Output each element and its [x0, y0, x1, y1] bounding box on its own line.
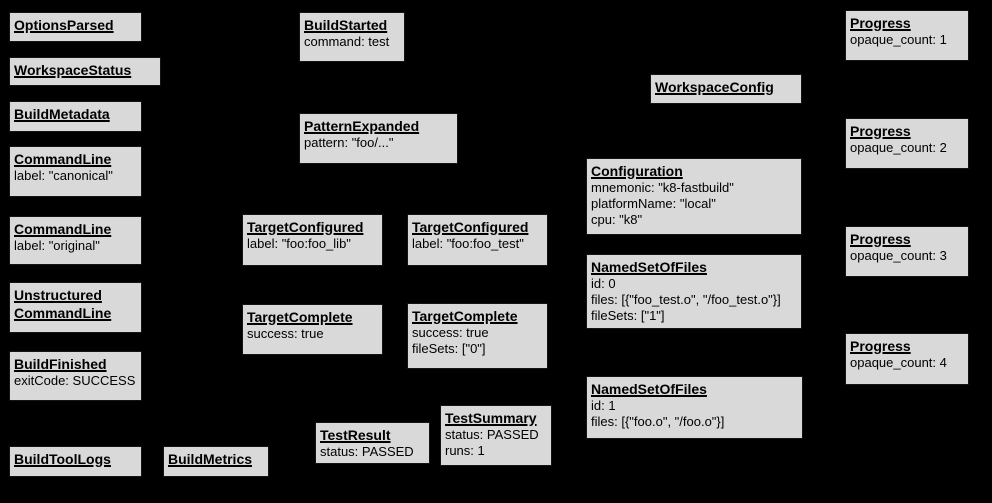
node-named-set-of-files-1: NamedSetOfFiles id: 1 files: [{"foo.o", … — [586, 376, 803, 439]
node-target-complete-test: TargetComplete success: true fileSets: [… — [407, 303, 548, 369]
node-command-line-original: CommandLine label: "original" — [9, 216, 142, 265]
node-field: opaque_count: 1 — [850, 32, 947, 47]
node-title: CommandLine — [14, 151, 112, 167]
node-configuration: Configuration mnemonic: "k8-fastbuild" p… — [586, 158, 802, 235]
node-target-complete-lib: TargetComplete success: true — [242, 304, 383, 355]
node-pattern-expanded: PatternExpanded pattern: "foo/..." — [299, 113, 458, 164]
node-field: status: PASSED — [445, 427, 539, 442]
node-field: pattern: "foo/..." — [304, 135, 394, 150]
node-title: Progress — [850, 338, 911, 354]
node-title: NamedSetOfFiles — [591, 381, 707, 397]
node-field: label: "foo:foo_lib" — [247, 236, 351, 251]
node-build-started: BuildStarted command: test — [299, 12, 405, 62]
node-title: TargetConfigured — [247, 219, 364, 235]
node-title: WorkspaceConfig — [655, 79, 774, 95]
node-target-configured-foo-test: TargetConfigured label: "foo:foo_test" — [407, 214, 548, 266]
node-title: TargetComplete — [412, 308, 518, 324]
node-build-finished: BuildFinished exitCode: SUCCESS — [9, 351, 142, 401]
node-field: exitCode: SUCCESS — [14, 373, 136, 388]
node-progress-4: Progress opaque_count: 4 — [845, 333, 969, 385]
node-named-set-of-files-0: NamedSetOfFiles id: 0 files: [{"foo_test… — [586, 254, 802, 329]
node-field: success: true — [247, 326, 324, 341]
node-title: Progress — [850, 231, 911, 247]
node-title: Progress — [850, 15, 911, 31]
node-workspace-config: WorkspaceConfig — [650, 74, 802, 104]
node-progress-1: Progress opaque_count: 1 — [845, 10, 969, 61]
node-build-tool-logs: BuildToolLogs — [9, 446, 142, 477]
node-field: success: true — [412, 325, 489, 340]
node-title: BuildMetadata — [14, 106, 110, 122]
node-field: opaque_count: 3 — [850, 248, 947, 263]
node-field: fileSets: ["1"] — [591, 308, 665, 323]
node-title: OptionsParsed — [14, 17, 114, 33]
node-progress-2: Progress opaque_count: 2 — [845, 118, 969, 169]
node-field: label: "canonical" — [14, 168, 113, 183]
node-title: TargetComplete — [247, 309, 353, 325]
node-build-metadata: BuildMetadata — [9, 101, 142, 132]
node-field: cpu: "k8" — [591, 212, 643, 227]
node-title: CommandLine — [14, 221, 112, 237]
node-field: files: [{"foo_test.o", "/foo_test.o"}] — [591, 292, 781, 307]
node-target-configured-foo-lib: TargetConfigured label: "foo:foo_lib" — [242, 214, 383, 266]
node-title: BuildStarted — [304, 17, 388, 33]
node-field: label: "original" — [14, 238, 100, 253]
node-title: PatternExpanded — [304, 118, 420, 134]
node-progress-3: Progress opaque_count: 3 — [845, 226, 969, 277]
node-title-line2: CommandLine — [14, 305, 112, 321]
node-title: BuildFinished — [14, 356, 107, 372]
node-build-metrics: BuildMetrics — [163, 446, 269, 477]
node-test-summary: TestSummary status: PASSED runs: 1 — [440, 405, 552, 466]
node-workspace-status: WorkspaceStatus — [9, 57, 161, 86]
node-title: Configuration — [591, 163, 683, 179]
node-title: BuildMetrics — [168, 451, 253, 467]
node-field: id: 1 — [591, 398, 616, 413]
node-options-parsed: OptionsParsed — [9, 12, 142, 42]
node-field: command: test — [304, 34, 390, 49]
node-field: opaque_count: 2 — [850, 140, 947, 155]
node-field: platformName: "local" — [591, 196, 716, 211]
node-title: TestResult — [320, 427, 391, 443]
node-field: fileSets: ["0"] — [412, 341, 486, 356]
node-field: label: "foo:foo_test" — [412, 236, 524, 251]
node-field: runs: 1 — [445, 443, 485, 458]
node-title: BuildToolLogs — [14, 451, 111, 467]
node-title: Progress — [850, 123, 911, 139]
node-title: Unstructured — [14, 287, 102, 303]
node-unstructured-command-line: Unstructured CommandLine — [9, 282, 142, 333]
node-field: opaque_count: 4 — [850, 355, 947, 370]
node-field: id: 0 — [591, 276, 616, 291]
node-field: status: PASSED — [320, 444, 414, 459]
node-field: mnemonic: "k8-fastbuild" — [591, 180, 734, 195]
node-test-result: TestResult status: PASSED — [315, 422, 430, 464]
node-title: WorkspaceStatus — [14, 62, 132, 78]
node-title: TargetConfigured — [412, 219, 529, 235]
node-field: files: [{"foo.o", "/foo.o"}] — [591, 414, 725, 429]
node-command-line-canonical: CommandLine label: "canonical" — [9, 146, 142, 197]
node-title: NamedSetOfFiles — [591, 259, 707, 275]
node-title: TestSummary — [445, 410, 537, 426]
